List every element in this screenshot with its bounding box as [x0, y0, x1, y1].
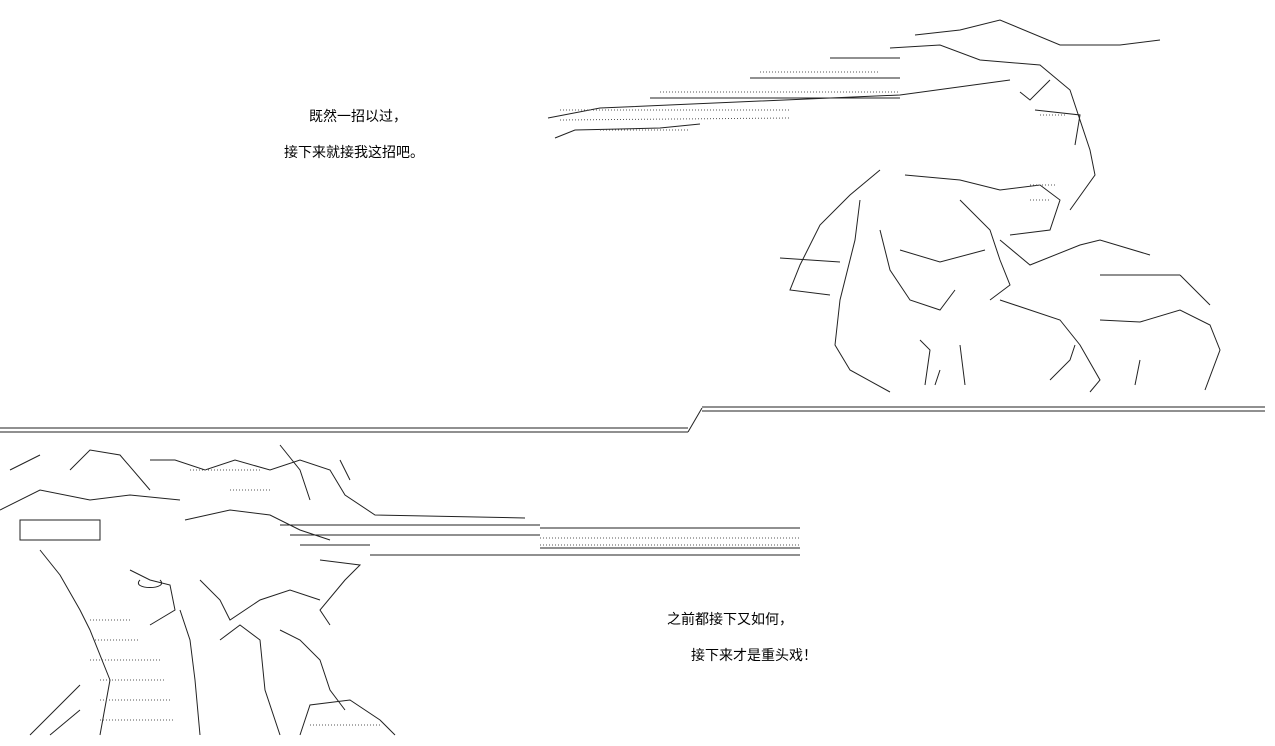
- panel-divider: [0, 406, 1265, 433]
- caption-line: 接下来就接我这招吧。: [284, 145, 424, 161]
- ascii-art-armored-figure: [0, 444, 800, 736]
- ascii-art-warrior-spear: [547, 19, 1221, 393]
- caption-line: 既然一招以过，: [309, 109, 407, 125]
- caption-line: 接下来才是重头戏！: [691, 648, 817, 664]
- caption-line: 之前都接下又如何，: [667, 612, 793, 628]
